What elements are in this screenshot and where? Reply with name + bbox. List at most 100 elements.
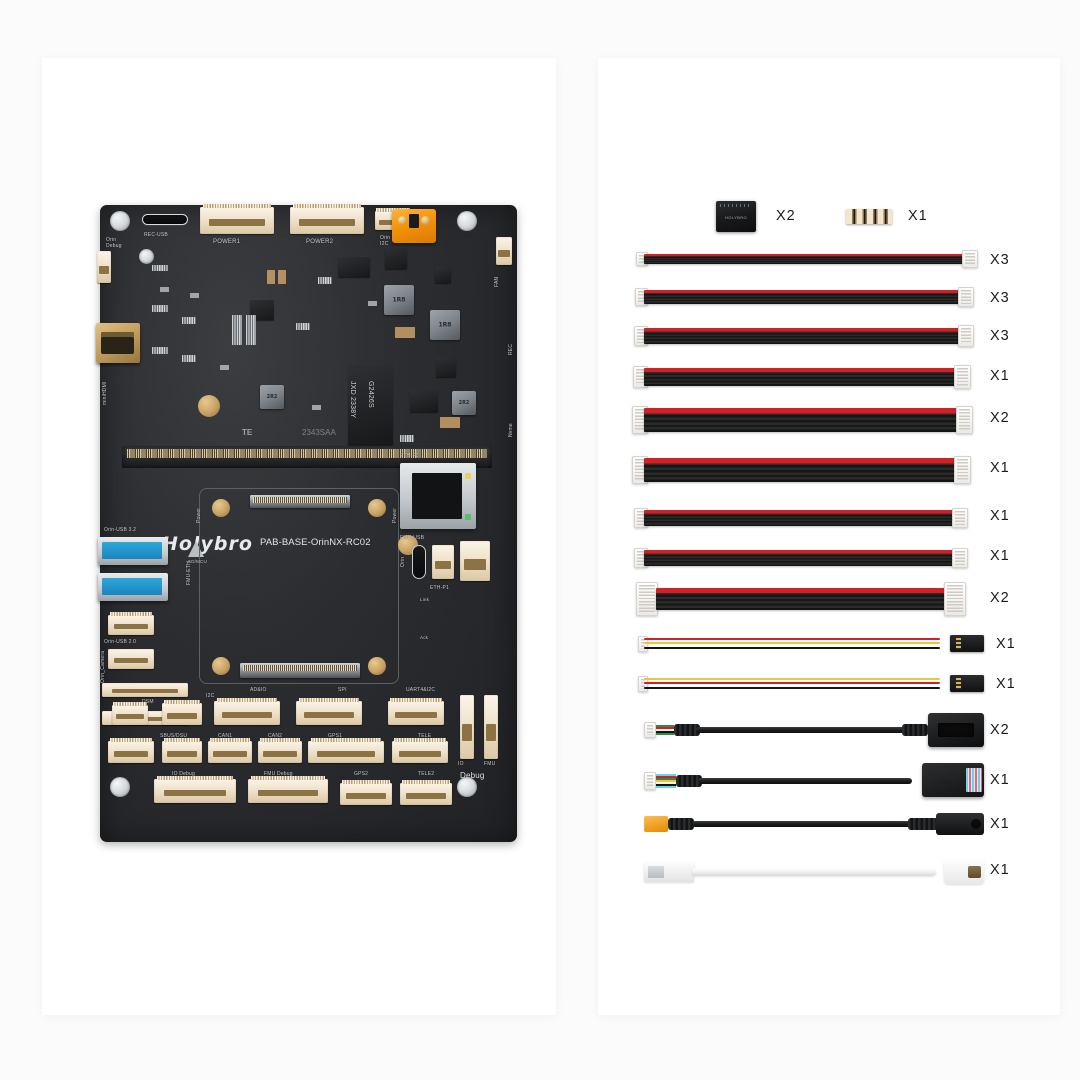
usb-a-to-usb-c-cable xyxy=(644,860,984,886)
ribbon-connector-right xyxy=(954,365,971,389)
qty-servo-b: X1 xyxy=(996,676,1016,692)
mount-hole xyxy=(457,211,477,231)
tele2b-connector[interactable] xyxy=(400,780,452,805)
spi-connector[interactable] xyxy=(296,698,362,725)
orin-usb3-port-1[interactable] xyxy=(98,537,168,565)
jst-gh-ribbon-cable-e xyxy=(632,406,973,434)
silk-i2c: I2C xyxy=(206,693,215,699)
som-socket: TE 2343SAA xyxy=(122,428,492,468)
power1-connector[interactable] xyxy=(200,204,274,234)
ribbon-connector-right xyxy=(952,548,968,568)
gps1-connector[interactable] xyxy=(258,738,302,763)
usb-a-female-port[interactable] xyxy=(928,713,984,747)
jst-gh-ribbon-cable-g xyxy=(634,508,968,528)
silk-mini-hdmi: miniHDMI xyxy=(102,381,108,405)
uart4-i2c-connector[interactable] xyxy=(388,698,444,725)
dsm-connector[interactable] xyxy=(112,702,148,725)
silk-orin-camera: Orin_Camera xyxy=(100,650,106,683)
xt30-to-dc-jack-cable xyxy=(644,813,984,839)
usb-c-male-plug[interactable] xyxy=(944,860,984,884)
usb-a-male-plug[interactable] xyxy=(644,862,694,882)
orin-usb3-port-2[interactable] xyxy=(98,573,168,601)
silk-orin-usb20: Orin-USB 2.0 xyxy=(104,639,137,645)
usb-adapter-connector xyxy=(644,722,656,738)
usb-a-female-adapter xyxy=(644,713,984,747)
gps2-connector[interactable] xyxy=(340,780,392,805)
xt30-power-connector[interactable] xyxy=(392,209,436,243)
ethernet-rj45-port[interactable] xyxy=(400,463,476,529)
rj45-adapter-connector xyxy=(644,772,656,790)
silk-power1: POWER1 xyxy=(213,239,241,245)
silk-fmu-debug: FMU Debug xyxy=(264,771,293,777)
soic-ic xyxy=(250,300,274,320)
fmu-debug-port[interactable] xyxy=(484,695,498,759)
strain-relief xyxy=(908,818,940,830)
rec-usb-port[interactable] xyxy=(142,214,188,225)
sbus-connector[interactable] xyxy=(108,738,154,763)
tele2-connector[interactable] xyxy=(392,738,448,763)
silk-rec: REC xyxy=(508,343,514,355)
ribbon-connector-right xyxy=(952,508,968,528)
io-debug-port[interactable] xyxy=(460,695,474,759)
rf-module: HOLYBRO xyxy=(716,201,756,232)
adio-connector[interactable] xyxy=(214,698,280,725)
ribbon-connector-right xyxy=(958,325,974,347)
silk-dsm: DSM xyxy=(142,699,154,705)
mini-hdmi-port[interactable] xyxy=(96,323,140,363)
eth-p1-connector-a[interactable] xyxy=(432,545,454,579)
power2-connector[interactable] xyxy=(290,204,364,234)
orin-usb2-connector-2[interactable] xyxy=(108,649,154,669)
qty-ribbon-i: X2 xyxy=(990,590,1010,606)
i2c-connector[interactable] xyxy=(162,700,202,725)
qty-xt30-dc: X1 xyxy=(990,816,1010,832)
silk-fmu-usb: FMU-USB xyxy=(400,535,425,541)
fan-connector[interactable] xyxy=(496,237,512,265)
fmu-debug-connector[interactable] xyxy=(248,776,328,803)
capacitor xyxy=(278,270,286,284)
jst-gh-ribbon-cable-h xyxy=(634,548,968,568)
qty-ribbon-c: X3 xyxy=(990,328,1010,344)
soic-ic xyxy=(410,390,438,412)
dc-barrel-jack[interactable] xyxy=(936,813,984,835)
silk-eth-p0: ETH-P0 xyxy=(400,453,419,459)
mount-standoff xyxy=(212,657,230,675)
eth-p1-connector-b[interactable] xyxy=(460,541,490,581)
silk-power-led: Power xyxy=(196,507,202,523)
qty-ribbon-d: X1 xyxy=(990,368,1010,384)
xt30-plug[interactable] xyxy=(644,816,668,832)
test-pad xyxy=(198,395,220,417)
jst-gh-ribbon-cable-c xyxy=(634,325,974,347)
silk-orin: Orin xyxy=(400,556,406,567)
orin-debug-connector[interactable] xyxy=(97,251,111,283)
silk-fmu-eth: FMU-ETH xyxy=(186,561,192,585)
io-debug-connector[interactable] xyxy=(154,776,236,803)
orin-camera-connector-1[interactable] xyxy=(102,683,188,697)
can1-connector[interactable] xyxy=(162,738,202,763)
orin-usb2-connector-1[interactable] xyxy=(108,612,154,635)
silk-fmu: FMU xyxy=(484,761,496,767)
qty-pin-header: X1 xyxy=(908,208,928,224)
ribbon-connector-right xyxy=(954,456,971,484)
inductor: 2R2 xyxy=(260,385,284,409)
jst-gh-ribbon-cable-b xyxy=(635,287,974,307)
silk-sdmcu: SD/MCU xyxy=(188,559,207,564)
qfn-ic xyxy=(385,247,407,269)
strain-relief xyxy=(676,775,702,787)
jst-gh-ribbon-cable-d xyxy=(633,365,971,389)
silk-adio: AD&IO xyxy=(250,687,267,693)
board-to-board-connector-top xyxy=(250,495,350,508)
can2-connector[interactable] xyxy=(208,738,252,763)
capacitor xyxy=(395,327,415,338)
orientation-arrow-icon xyxy=(188,541,204,557)
silk-io-debug: IO Debug xyxy=(172,771,196,777)
silk-orin-usb32: Orin-USB 3.2 xyxy=(104,527,137,533)
silk-gps2: GPS2 xyxy=(354,771,369,777)
mount-hole xyxy=(110,211,130,231)
rj45-plug[interactable] xyxy=(922,763,984,797)
tele-connector[interactable] xyxy=(308,738,384,763)
fmu-usb-port[interactable] xyxy=(412,545,426,579)
qty-usb-c: X1 xyxy=(990,862,1010,878)
mount-hole xyxy=(457,777,477,797)
